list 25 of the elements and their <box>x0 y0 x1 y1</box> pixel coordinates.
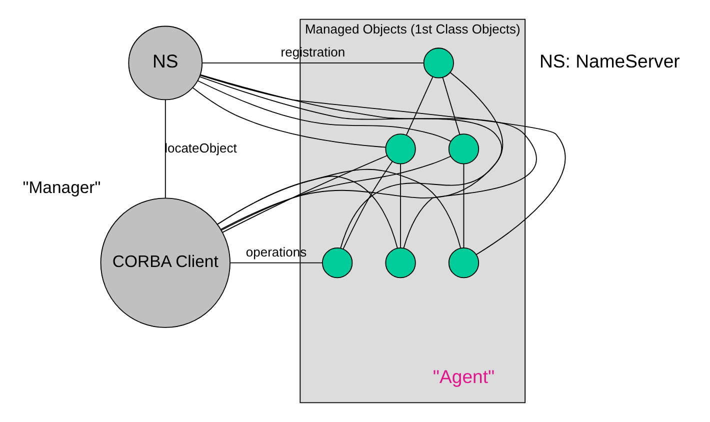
node-circle <box>423 48 454 78</box>
connector <box>164 99 166 198</box>
node-label: "Manager" <box>22 178 101 197</box>
connector <box>222 155 388 233</box>
connector <box>217 168 462 249</box>
connector <box>463 164 464 248</box>
node-circle <box>385 247 416 278</box>
node-circle <box>448 247 480 278</box>
node-circle: NS <box>128 26 203 100</box>
label: NS: NameServer <box>539 50 680 72</box>
connector <box>220 72 503 230</box>
node-circle: CORBA Client <box>100 198 230 328</box>
connector <box>220 156 452 231</box>
connector <box>342 161 393 250</box>
connector <box>400 164 402 248</box>
connector <box>230 262 323 264</box>
connector <box>202 62 424 64</box>
node-label: "Agent" <box>432 366 495 388</box>
connector <box>192 87 386 148</box>
node-circle <box>322 247 353 278</box>
connector <box>406 76 434 136</box>
node-circle <box>448 134 480 164</box>
connector <box>442 76 460 135</box>
connector <box>197 80 452 142</box>
node-circle <box>385 134 416 164</box>
